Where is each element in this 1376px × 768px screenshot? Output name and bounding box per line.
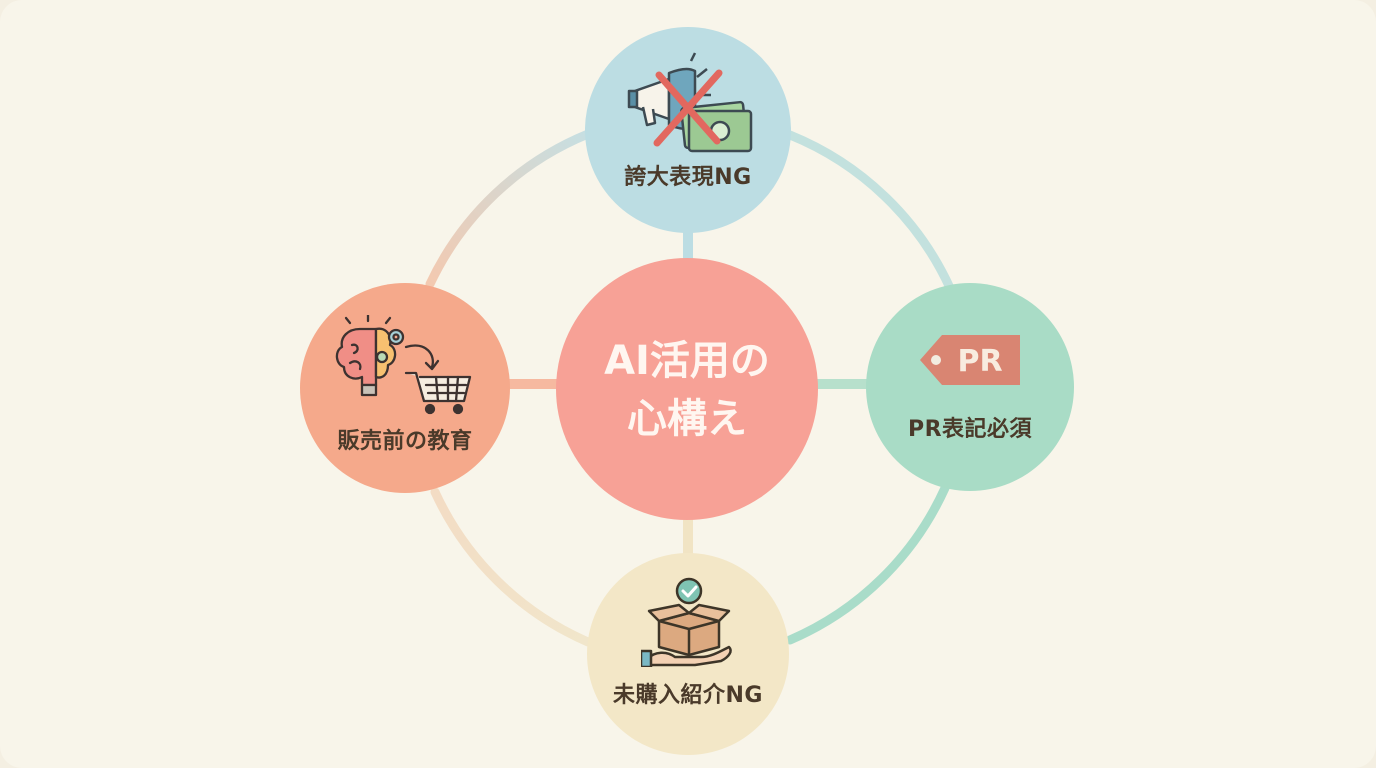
pr-tag-text: PR bbox=[957, 344, 1002, 379]
center-hub: AI活用の 心構え bbox=[556, 258, 818, 520]
node-label-right: PR表記必須 bbox=[907, 417, 1033, 442]
center-title: AI活用の 心構え bbox=[556, 332, 818, 448]
megaphone-money-crossed-icon bbox=[627, 52, 753, 153]
pr-tag-icon: PR bbox=[920, 335, 1020, 385]
center-title-line2: 心構え bbox=[627, 396, 747, 442]
ring-arc-bottom-left bbox=[430, 487, 593, 647]
hand-box-check-icon bbox=[641, 577, 732, 667]
node-exaggeration-ng: 誇大表現NG bbox=[585, 27, 791, 233]
node-label-top: 誇大表現NG bbox=[624, 165, 752, 190]
node-pr-required: PR PR表記必須 bbox=[866, 283, 1074, 491]
ring-arc-top-right bbox=[785, 130, 955, 293]
center-title-line1: AI活用の bbox=[604, 338, 770, 384]
node-unpurchased-intro-ng: 未購入紹介NG bbox=[587, 553, 789, 755]
node-pre-sale-education: 販売前の教育 bbox=[300, 283, 510, 493]
ring-arc-top-left bbox=[425, 129, 593, 289]
ring-arc-bottom-right bbox=[785, 483, 950, 645]
brain-gear-cart-icon bbox=[335, 315, 472, 415]
node-label-bottom: 未購入紹介NG bbox=[613, 683, 763, 708]
node-label-left: 販売前の教育 bbox=[337, 429, 473, 454]
